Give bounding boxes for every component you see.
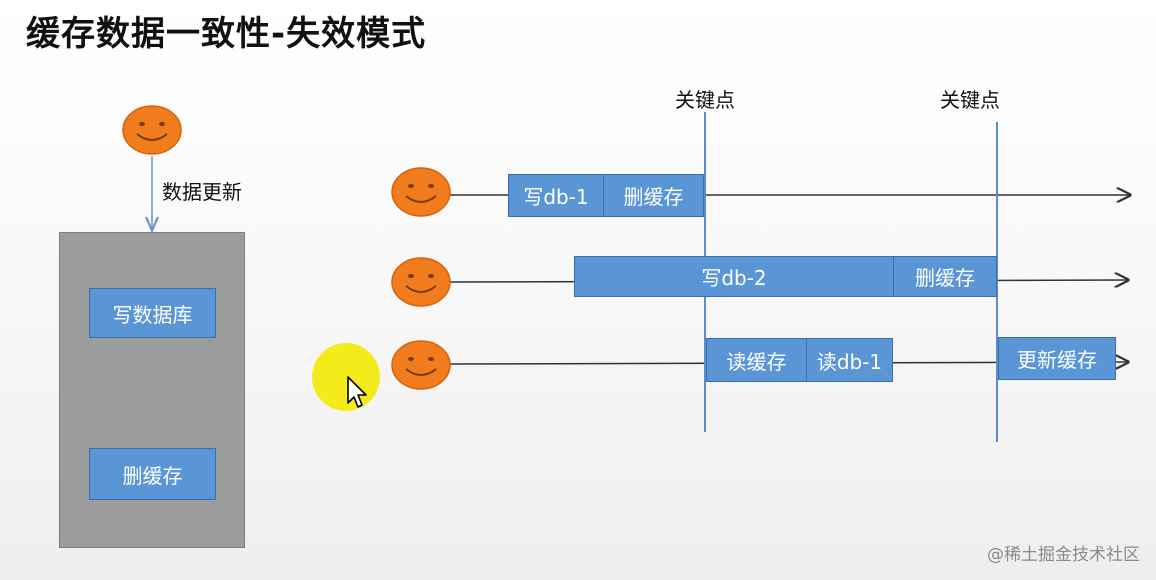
smiley-icon (391, 167, 451, 217)
timeline-3-read-cache: 读缓存 (706, 338, 807, 382)
timeline-3-update-cache: 更新缓存 (998, 337, 1116, 380)
timeline-2-write-db: 写db-2 (574, 256, 894, 297)
watermark: @稀土掘金技术社区 (987, 545, 1140, 565)
timeline-3-read-db: 读db-1 (806, 338, 893, 382)
key-point-label-2: 关键点 (940, 88, 1000, 112)
data-update-label: 数据更新 (162, 180, 242, 204)
smiley-icon (391, 257, 451, 307)
key-point-line-2 (996, 122, 998, 442)
timeline-1-delete-cache: 删缓存 (603, 174, 704, 217)
cursor-icon (347, 376, 367, 408)
process-panel (59, 232, 245, 548)
smiley-icon (122, 105, 182, 155)
pointer-highlight (312, 343, 380, 411)
timeline-1-write-db: 写db-1 (508, 174, 604, 217)
key-point-label-1: 关键点 (675, 88, 735, 112)
smiley-icon (391, 340, 451, 390)
timeline-2-delete-cache: 删缓存 (893, 256, 997, 297)
delete-cache-box: 删缓存 (89, 448, 216, 500)
page-title: 缓存数据一致性-失效模式 (26, 14, 427, 54)
write-db-box: 写数据库 (89, 288, 216, 338)
